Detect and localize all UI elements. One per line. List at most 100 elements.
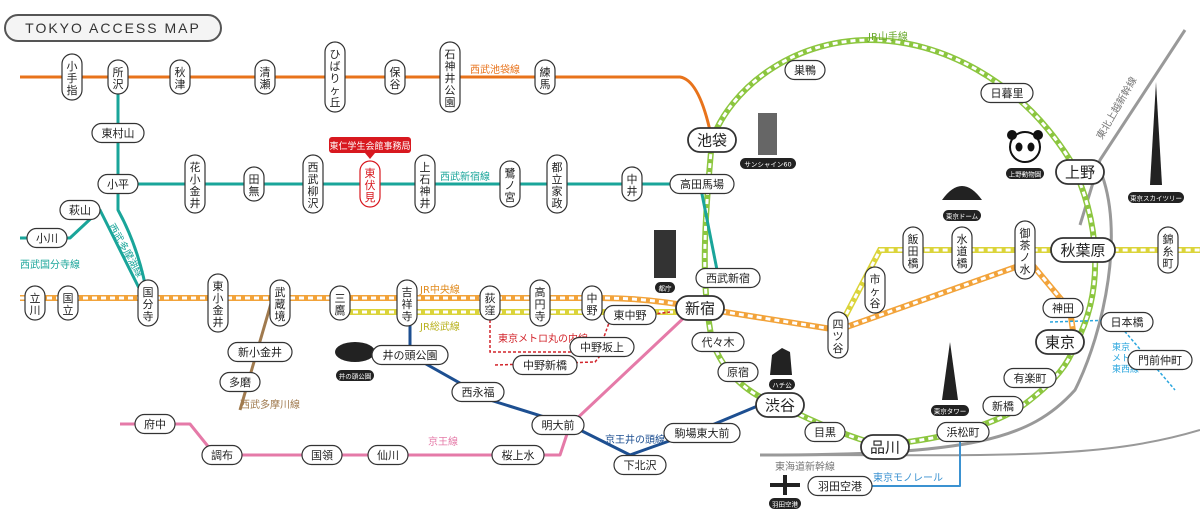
station-ichigaya[interactable]: 市ヶ谷 bbox=[864, 266, 886, 314]
station-koenji-label: 高円寺 bbox=[535, 285, 546, 323]
station-shinkoganei[interactable]: 新小金井 bbox=[227, 341, 293, 363]
station-kanda[interactable]: 神田 bbox=[1042, 297, 1084, 319]
station-monzennakacho[interactable]: 門前仲町 bbox=[1127, 349, 1193, 371]
station-kotesashi[interactable]: 小手指 bbox=[61, 53, 83, 101]
station-haneda[interactable]: 羽田空港 bbox=[807, 475, 873, 497]
station-tachikawa[interactable]: 立川 bbox=[24, 285, 46, 321]
station-nishieifuku[interactable]: 西永福 bbox=[451, 381, 505, 403]
station-nihonbashi[interactable]: 日本橋 bbox=[1100, 311, 1154, 333]
station-inokashirakoen[interactable]: 井の頭公園 bbox=[371, 344, 449, 366]
station-toritsukasei[interactable]: 都立家政 bbox=[546, 154, 568, 214]
station-higashikoganei[interactable]: 東小金井 bbox=[207, 273, 229, 333]
station-nishishinjuku[interactable]: 西武新宿 bbox=[695, 267, 761, 289]
label-keio: 京王線 bbox=[428, 435, 458, 448]
station-kokubunji[interactable]: 国分寺 bbox=[137, 279, 159, 327]
station-fuchu[interactable]: 府中 bbox=[134, 413, 176, 435]
station-hamamatsucho[interactable]: 浜松町 bbox=[936, 421, 990, 443]
label-sobu: JR総武線 bbox=[419, 320, 460, 333]
station-hanakoganei-pill bbox=[184, 154, 206, 214]
station-meidaimae[interactable]: 明大前 bbox=[531, 414, 585, 436]
station-nakai[interactable]: 中井 bbox=[621, 166, 643, 202]
station-nippori[interactable]: 日暮里 bbox=[980, 82, 1034, 104]
station-nippori-pill bbox=[980, 82, 1034, 104]
station-kunitachi[interactable]: 国立 bbox=[57, 285, 79, 321]
station-kokuryo[interactable]: 国領 bbox=[301, 444, 343, 466]
station-sakurajosui[interactable]: 桜上水 bbox=[491, 444, 545, 466]
station-komabatodaimae[interactable]: 駒場東大前 bbox=[663, 422, 741, 444]
station-meguro-label: 目黒 bbox=[814, 426, 836, 439]
station-yotsuya[interactable]: 四ツ谷 bbox=[827, 311, 849, 359]
station-musashisakai[interactable]: 武蔵境 bbox=[269, 279, 291, 327]
station-suidobashi[interactable]: 水道橋 bbox=[951, 226, 973, 274]
station-iidabashi-label: 飯田橋 bbox=[908, 232, 919, 270]
station-sugamo[interactable]: 巣鴨 bbox=[784, 59, 826, 81]
station-nakano-label: 中野 bbox=[587, 292, 598, 317]
station-saginomiya-label: 鷺ノ宮 bbox=[505, 166, 516, 204]
station-higashikoganei-pill bbox=[207, 273, 229, 333]
station-sengawa[interactable]: 仙川 bbox=[367, 444, 409, 466]
station-seibuyagisawa[interactable]: 西武柳沢 bbox=[302, 154, 324, 214]
station-yurakucho[interactable]: 有楽町 bbox=[1003, 367, 1057, 389]
station-kodaira[interactable]: 小平 bbox=[97, 173, 139, 195]
station-ueno[interactable]: 上野 bbox=[1055, 159, 1105, 185]
station-kamishakujii[interactable]: 上石神井 bbox=[414, 154, 436, 214]
station-shibuya[interactable]: 渋谷 bbox=[755, 392, 805, 418]
station-kiyose[interactable]: 清瀬 bbox=[254, 59, 276, 95]
station-kotesashi-pill bbox=[61, 53, 83, 101]
landmark-dome-badge bbox=[943, 210, 981, 221]
station-ogikubo[interactable]: 荻窪 bbox=[479, 285, 501, 321]
station-hamamatsucho-label: 浜松町 bbox=[947, 425, 980, 439]
station-nakanoshimbashi[interactable]: 中野新橋 bbox=[512, 354, 578, 376]
station-higashimurayama[interactable]: 東村山 bbox=[91, 122, 145, 144]
station-shinjuku[interactable]: 新宿 bbox=[675, 295, 725, 321]
station-hoya[interactable]: 保谷 bbox=[384, 59, 406, 95]
station-shimokitazawa-pill bbox=[613, 454, 667, 476]
station-shimokitazawa[interactable]: 下北沢 bbox=[613, 454, 667, 476]
station-kinshicho[interactable]: 錦糸町 bbox=[1157, 226, 1179, 274]
station-harajuku[interactable]: 原宿 bbox=[717, 361, 759, 383]
station-nerima[interactable]: 練馬 bbox=[534, 59, 556, 95]
station-toritsukasei-pill bbox=[546, 154, 568, 214]
landmark-skytree: 東京スカイツリー bbox=[1128, 82, 1184, 203]
station-suidobashi-pill bbox=[951, 226, 973, 274]
station-ochanomizu[interactable]: 御茶ノ水 bbox=[1014, 220, 1036, 280]
station-ogawa[interactable]: 小川 bbox=[26, 227, 68, 249]
station-kichijoji[interactable]: 吉祥寺 bbox=[396, 279, 418, 327]
station-tanashi[interactable]: 田無 bbox=[243, 166, 265, 202]
station-nakanosakaue[interactable]: 中野坂上 bbox=[569, 336, 635, 358]
station-takadanobaba[interactable]: 高田馬場 bbox=[669, 173, 735, 195]
station-higashinakano[interactable]: 東中野 bbox=[603, 304, 657, 326]
station-chofu[interactable]: 調布 bbox=[201, 444, 243, 466]
station-hanakoganei[interactable]: 花小金井 bbox=[184, 154, 206, 214]
station-meidaimae-label: 明大前 bbox=[542, 418, 575, 432]
station-shimbashi[interactable]: 新橋 bbox=[982, 395, 1024, 417]
station-tokorozawa[interactable]: 所沢 bbox=[107, 59, 129, 95]
station-harajuku-label: 原宿 bbox=[727, 365, 749, 379]
station-iidabashi-pill bbox=[902, 226, 924, 274]
station-hagiyama[interactable]: 萩山 bbox=[59, 199, 101, 221]
station-tama[interactable]: 多磨 bbox=[219, 371, 261, 393]
station-saginomiya[interactable]: 鷺ノ宮 bbox=[499, 160, 521, 208]
station-nakano[interactable]: 中野 bbox=[581, 285, 603, 321]
station-shakujii[interactable]: 石神井公園 bbox=[439, 41, 461, 113]
station-tokyo[interactable]: 東京 bbox=[1035, 329, 1085, 355]
station-akihabara[interactable]: 秋葉原 bbox=[1050, 237, 1116, 263]
label-chuo: JR中央線 bbox=[419, 283, 460, 296]
station-meguro[interactable]: 目黒 bbox=[804, 421, 846, 443]
station-hibarigaoka[interactable]: ひばりヶ丘 bbox=[324, 41, 346, 113]
station-mitaka[interactable]: 三鷹 bbox=[329, 285, 351, 321]
landmark-hachiko-label: ハチ公 bbox=[772, 382, 792, 390]
station-ikebukuro[interactable]: 池袋 bbox=[687, 127, 737, 153]
station-akitsu[interactable]: 秋津 bbox=[169, 59, 191, 95]
station-komabatodaimae-label: 駒場東大前 bbox=[675, 426, 730, 440]
station-yoyogi[interactable]: 代々木 bbox=[691, 331, 745, 353]
landmark-sunshine-label: サンシャイン60 bbox=[744, 161, 791, 169]
station-iidabashi[interactable]: 飯田橋 bbox=[902, 226, 924, 274]
station-ichigaya-label: 市ヶ谷 bbox=[870, 272, 881, 310]
station-higashifushimi[interactable]: 東伏見 bbox=[359, 160, 381, 208]
station-haneda-label: 羽田空港 bbox=[818, 479, 862, 493]
station-koenji[interactable]: 高円寺 bbox=[529, 279, 551, 327]
station-sakurajosui-label: 桜上水 bbox=[502, 448, 535, 462]
station-shinagawa[interactable]: 品川 bbox=[860, 434, 910, 460]
